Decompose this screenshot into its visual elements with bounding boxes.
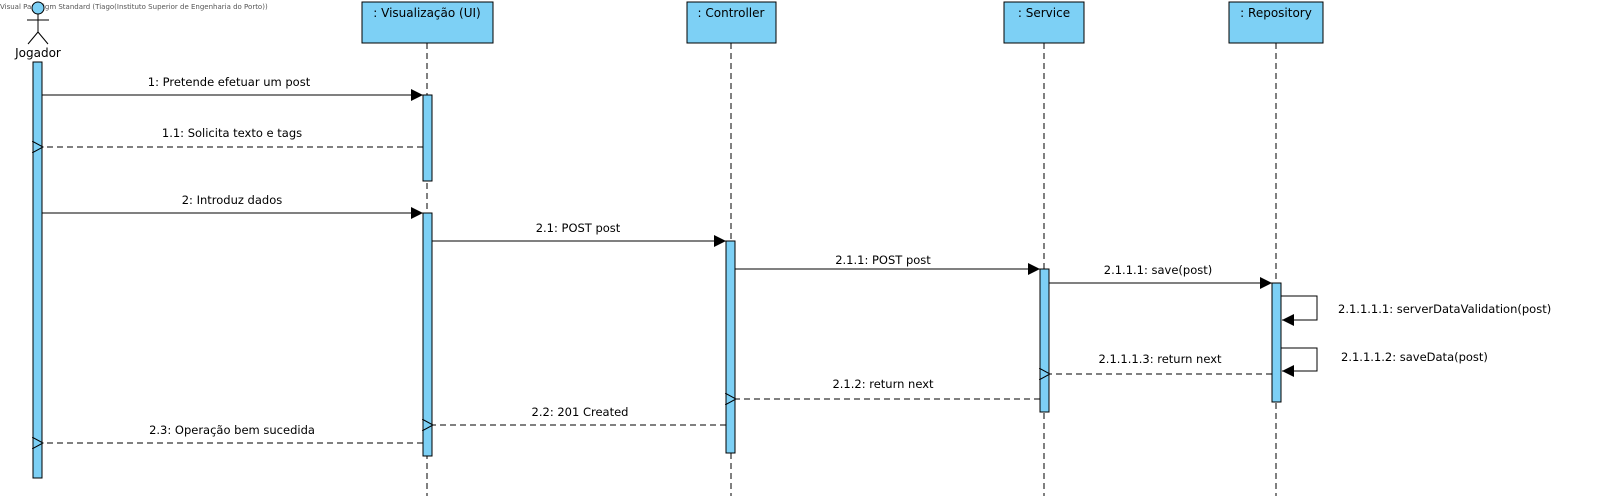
lifeline-service: : Service [1003, 1, 1085, 44]
message-2-1-1-1-1-label: 2.1.1.1.1: serverDataValidation(post) [1338, 302, 1551, 316]
message-1-label: 1: Pretende efetuar um post [148, 75, 311, 89]
message-2-1-1-1-2-arrow [1281, 347, 1318, 377]
actor-left-leg [27, 31, 39, 45]
activation-jogador [32, 61, 43, 479]
lifeline-service-label: : Service [1018, 6, 1070, 20]
message-2-1-label: 2.1: POST post [536, 221, 621, 235]
actor-jogador: Jogador [14, 1, 61, 60]
activation-repository [1271, 282, 1282, 403]
message-2-1-1-1-2-label: 2.1.1.1.2: saveData(post) [1341, 350, 1488, 364]
lifeline-repository: : Repository [1228, 1, 1324, 44]
message-1-1-label: 1.1: Solicita texto e tags [162, 126, 302, 140]
activation-ui-1 [422, 94, 433, 182]
lifeline-controller-label: : Controller [698, 6, 765, 20]
message-2-1-1-1-3-label: 2.1.1.1.3: return next [1098, 352, 1222, 366]
lifeline-ui: : Visualização (UI) [361, 1, 494, 44]
lifeline-controller: : Controller [686, 1, 777, 44]
message-2-3-label: 2.3: Operação bem sucedida [149, 423, 315, 437]
lifeline-repository-label: : Repository [1240, 6, 1312, 20]
message-2-1-1-1-label: 2.1.1.1: save(post) [1104, 263, 1213, 277]
activation-service [1039, 268, 1050, 413]
message-2-label: 2: Introduz dados [182, 193, 283, 207]
message-2-1-1-label: 2.1.1: POST post [835, 253, 931, 267]
message-2-1-1-1-1-arrow [1281, 295, 1318, 326]
actor-name: Jogador [14, 46, 61, 60]
actor-head [31, 1, 45, 15]
activation-controller [725, 240, 736, 454]
message-2-1-2-label: 2.1.2: return next [832, 377, 934, 391]
lifeline-ui-box [361, 1, 494, 44]
watermark-text: Visual Paradigm Standard (Tiago(Institut… [0, 3, 268, 11]
activation-ui-2 [422, 212, 433, 457]
actor-right-leg [37, 31, 49, 45]
lifeline-ui-label: : Visualização (UI) [373, 6, 480, 20]
message-2-2-label: 2.2: 201 Created [532, 405, 629, 419]
